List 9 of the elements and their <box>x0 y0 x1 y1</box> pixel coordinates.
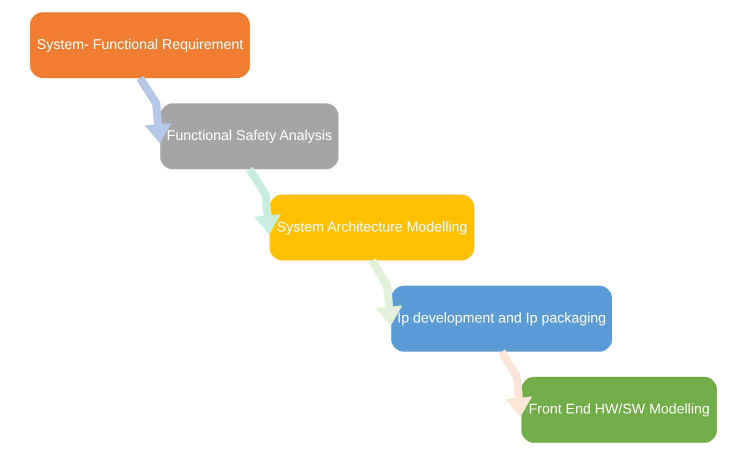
arrow <box>136 76 172 144</box>
node-box: Functional Safety Analysis <box>160 103 339 170</box>
arrow <box>368 258 402 326</box>
arrow <box>498 350 532 417</box>
node-box: System- Functional Requirement <box>30 12 250 78</box>
node-box: Ip development and Ip packaging <box>391 286 612 352</box>
node-box: System Architecture Modelling <box>270 194 474 260</box>
node-box: Front End HW/SW Modelling <box>521 376 717 443</box>
arrow <box>246 167 281 235</box>
